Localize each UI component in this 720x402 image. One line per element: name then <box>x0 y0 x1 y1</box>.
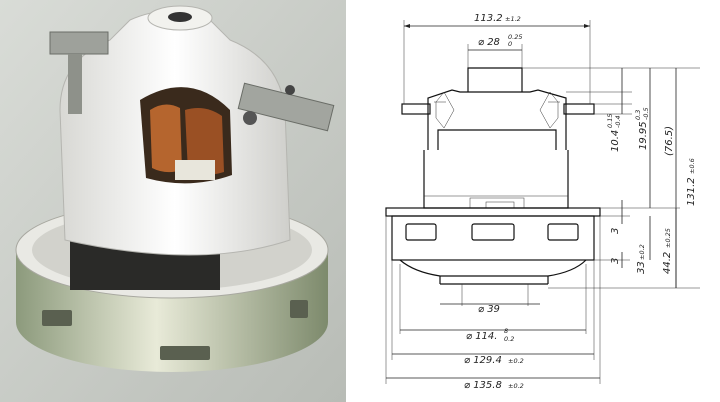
dim-v1-tol-dn: -0.4 <box>614 115 622 128</box>
dim-v2: 19.95 <box>638 121 649 150</box>
dimension-lines <box>385 20 700 384</box>
dim-v4-tol: ±0.6 <box>688 158 696 174</box>
motor-photo-illustration <box>0 0 346 402</box>
dim-v2-tol-dn: -0.5 <box>642 107 650 120</box>
dim-v3: (76.5) <box>664 126 675 156</box>
dim-top-width: 113.2 <box>474 13 503 24</box>
dim-v1-tol-up: 0.15 <box>606 114 614 128</box>
dim-v6-tol: ±0.25 <box>664 228 672 248</box>
dim-d129-tol: ±0.2 <box>508 357 524 365</box>
motor-outline <box>385 67 601 285</box>
dim-d114-tol-up: 8 <box>504 327 508 335</box>
dim-shaft-tol-up: 0.25 <box>508 33 522 41</box>
dim-v2-tol-up: 0.3 <box>634 110 642 120</box>
motor-photo <box>0 0 346 402</box>
drawing-canvas: 113.2 ±1.2 ⌀ 28 0.25 0 10.4 0.15 -0.4 19… <box>385 13 700 391</box>
dim-d39: ⌀ 39 <box>478 304 500 315</box>
dim-shaft-dia: ⌀ 28 <box>478 37 500 48</box>
dim-small-a: 3 <box>610 228 621 234</box>
dim-d135-tol: ±0.2 <box>508 382 524 390</box>
technical-drawing: 113.2 ±1.2 ⌀ 28 0.25 0 10.4 0.15 -0.4 19… <box>346 0 720 402</box>
dim-v1: 10.4 <box>610 130 621 152</box>
dim-v4: 131.2 <box>686 177 697 206</box>
dim-v6: 44.2 <box>662 252 673 274</box>
dim-d135: ⌀ 135.8 <box>464 380 502 391</box>
dim-small-b: 3 <box>610 258 621 264</box>
dim-shaft-tol-dn: 0 <box>508 40 512 48</box>
dim-d129: ⌀ 129.4 <box>464 355 502 366</box>
dim-v5: 33 <box>636 261 647 274</box>
dim-v5-tol: ±0.2 <box>638 244 646 260</box>
dim-top-width-tol: ±1.2 <box>505 15 521 23</box>
dim-d114: ⌀ 114. <box>466 331 497 342</box>
dimension-labels: 113.2 ±1.2 ⌀ 28 0.25 0 10.4 0.15 -0.4 19… <box>464 13 697 391</box>
dim-d114-tol-dn: 0.2 <box>504 335 514 343</box>
